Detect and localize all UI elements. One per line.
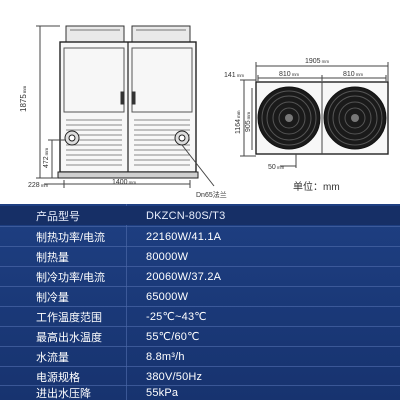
spec-row: 水流量 8.8m³/h (0, 347, 400, 366)
column-divider (126, 204, 127, 400)
spec-value: 65000W (146, 290, 189, 303)
spec-row: 最高出水温度 55℃/60℃ (0, 327, 400, 346)
spec-row: 进出水压降 55kPa (0, 385, 400, 400)
spec-row: 制热功率/电流 22160W/41.1A (0, 227, 400, 246)
top-depth-inner-label: 905mm (245, 112, 252, 132)
spec-row: 制冷功率/电流 20060W/37.2A (0, 267, 400, 286)
front-height-label: 1875mm (19, 85, 28, 112)
spec-value: -25℃~43℃ (146, 311, 207, 323)
door-handle-right (131, 91, 136, 105)
spec-row-model: 产品型号 DKZCN-80S/T3 (0, 206, 400, 225)
spec-table: 产品型号 DKZCN-80S/T3 制热功率/电流 22160W/41.1A 制… (0, 204, 400, 400)
pipe-note: Dn65法兰 (196, 190, 227, 199)
front-view (36, 25, 215, 188)
spec-label: 进出水压降 (36, 387, 91, 400)
top-fan-right-label: 810mm (343, 71, 363, 78)
front-sub-height-label: 472mm (43, 148, 50, 168)
top-foot-label: 50mm (268, 164, 285, 171)
front-foot-offset-label: 228mm (28, 182, 48, 189)
front-fan-housing-left (65, 25, 125, 43)
spec-row: 电源规格 380V/50Hz (0, 367, 400, 386)
spec-label: 制热功率/电流 (36, 231, 106, 244)
spec-value: 380V/50Hz (146, 370, 203, 383)
spec-label: 水流量 (36, 351, 69, 364)
front-fan-housing-right (131, 25, 191, 43)
spec-label: 最高出水温度 (36, 331, 102, 344)
spec-value: DKZCN-80S/T3 (146, 209, 226, 222)
top-offset-label: 141mm (224, 72, 244, 79)
top-overall-width-label: 1905mm (305, 58, 329, 65)
top-view (240, 62, 389, 168)
spec-row: 制热量 80000W (0, 247, 400, 266)
spec-value: 8.8m³/h (146, 350, 185, 363)
spec-label: 产品型号 (36, 210, 80, 223)
spec-value: 80000W (146, 250, 189, 263)
spec-row: 工作温度范围 -25℃~43℃ (0, 307, 400, 326)
door-handle-left (120, 91, 125, 105)
spec-label: 制冷量 (36, 291, 69, 304)
top-depth-outer-label: 1164mm (235, 110, 242, 134)
unit-note: 单位：mm (293, 180, 340, 193)
spec-value: 55℃/60℃ (146, 331, 200, 343)
top-fan-left-label: 810mm (279, 71, 299, 78)
spec-label: 制热量 (36, 251, 69, 264)
spec-label: 工作温度范围 (36, 311, 102, 324)
spec-value: 20060W/37.2A (146, 270, 222, 283)
dimension-drawing: 1875mm 472mm 228mm 1400mm Dn65法兰 (19, 25, 389, 199)
spec-value: 55kPa (146, 386, 179, 399)
front-base (57, 171, 199, 179)
spec-row: 制冷量 65000W (0, 287, 400, 306)
spec-label: 制冷功率/电流 (36, 271, 106, 284)
spec-value: 22160W/41.1A (146, 230, 222, 243)
front-width-label: 1400mm (112, 179, 136, 186)
spec-label: 电源规格 (36, 371, 80, 384)
